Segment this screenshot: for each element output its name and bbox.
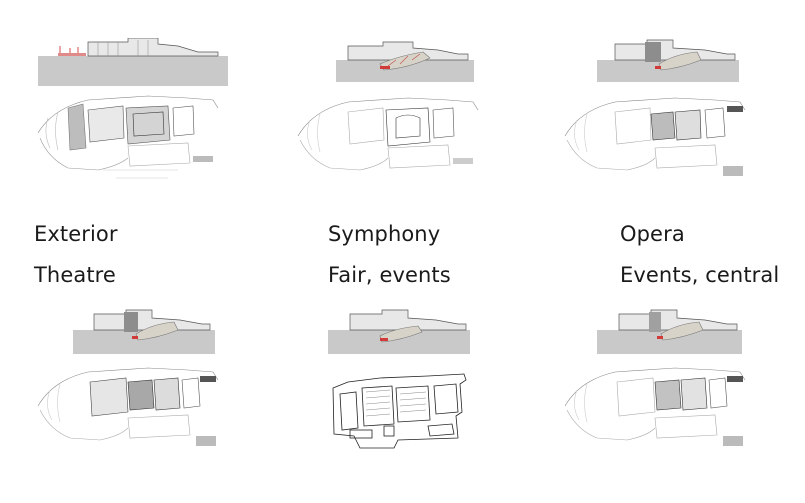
building-section bbox=[328, 309, 470, 354]
opera-configuration-drawing bbox=[564, 39, 746, 176]
exterior-configuration-drawing bbox=[37, 38, 228, 179]
symphony-configuration-drawing bbox=[297, 41, 479, 171]
panel-symphony bbox=[288, 38, 493, 188]
label-opera: Opera bbox=[620, 222, 685, 246]
fair-events-configuration-drawing bbox=[328, 309, 470, 449]
panel-events-central bbox=[555, 308, 760, 458]
building-section bbox=[73, 309, 215, 354]
floor-plan bbox=[564, 367, 746, 446]
building-section bbox=[597, 309, 742, 354]
panel-exterior bbox=[28, 38, 233, 188]
floor-plan bbox=[564, 97, 746, 176]
building-section bbox=[38, 38, 228, 86]
label-exterior: Exterior bbox=[34, 222, 118, 246]
label-events-central: Events, central bbox=[620, 263, 780, 287]
events-central-configuration-drawing bbox=[564, 309, 746, 446]
building-section bbox=[597, 39, 739, 82]
floor-plan bbox=[332, 373, 467, 449]
floor-plan bbox=[37, 95, 219, 179]
floor-plan bbox=[37, 367, 219, 446]
panel-fair-events bbox=[288, 308, 493, 458]
label-symphony: Symphony bbox=[328, 222, 441, 246]
label-theatre: Theatre bbox=[34, 263, 116, 287]
panel-theatre bbox=[28, 308, 233, 458]
floor-plan bbox=[297, 97, 479, 171]
building-section bbox=[336, 41, 474, 82]
panel-opera bbox=[555, 38, 760, 188]
label-fair-events: Fair, events bbox=[328, 263, 451, 287]
theatre-configuration-drawing bbox=[37, 309, 219, 446]
